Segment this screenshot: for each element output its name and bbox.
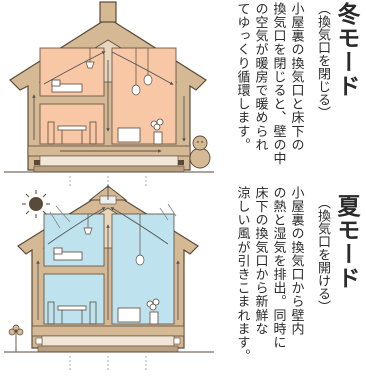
snowman-icon — [189, 135, 211, 169]
summer-line-3: 床下の換気口から新鮮な — [252, 186, 268, 336]
winter-line-3: の空気が暖房で暖められ — [252, 2, 268, 152]
summer-room-lower-left — [43, 273, 105, 325]
summer-house — [4, 184, 214, 372]
winter-house — [4, 1, 214, 188]
sun-icon — [22, 190, 50, 218]
flower-icon — [8, 324, 24, 352]
summer-line-1: 小屋裏の換気口から壁内 — [288, 186, 304, 336]
summer-room-right — [111, 213, 175, 325]
winter-line-2: 換気口を閉じると、壁の中 — [270, 2, 286, 166]
winter-subtitle: （換気口を閉じる） — [315, 2, 330, 119]
winter-title: 冬モード — [333, 2, 360, 98]
winter-line-4: てゆっくり循環します。 — [234, 2, 250, 152]
summer-title: 夏モード — [333, 194, 360, 290]
summer-subtitle: （換気口を開ける） — [315, 196, 330, 313]
winter-roof-vent — [99, 1, 117, 23]
winter-line-1: 小屋裏の換気口と床下の — [288, 2, 304, 152]
summer-line-2: の熱と湿気を排出。同時に — [270, 186, 286, 350]
summer-line-4: 涼しい風が引きこまれます。 — [234, 186, 250, 363]
winter-room-lower-left — [39, 103, 105, 145]
